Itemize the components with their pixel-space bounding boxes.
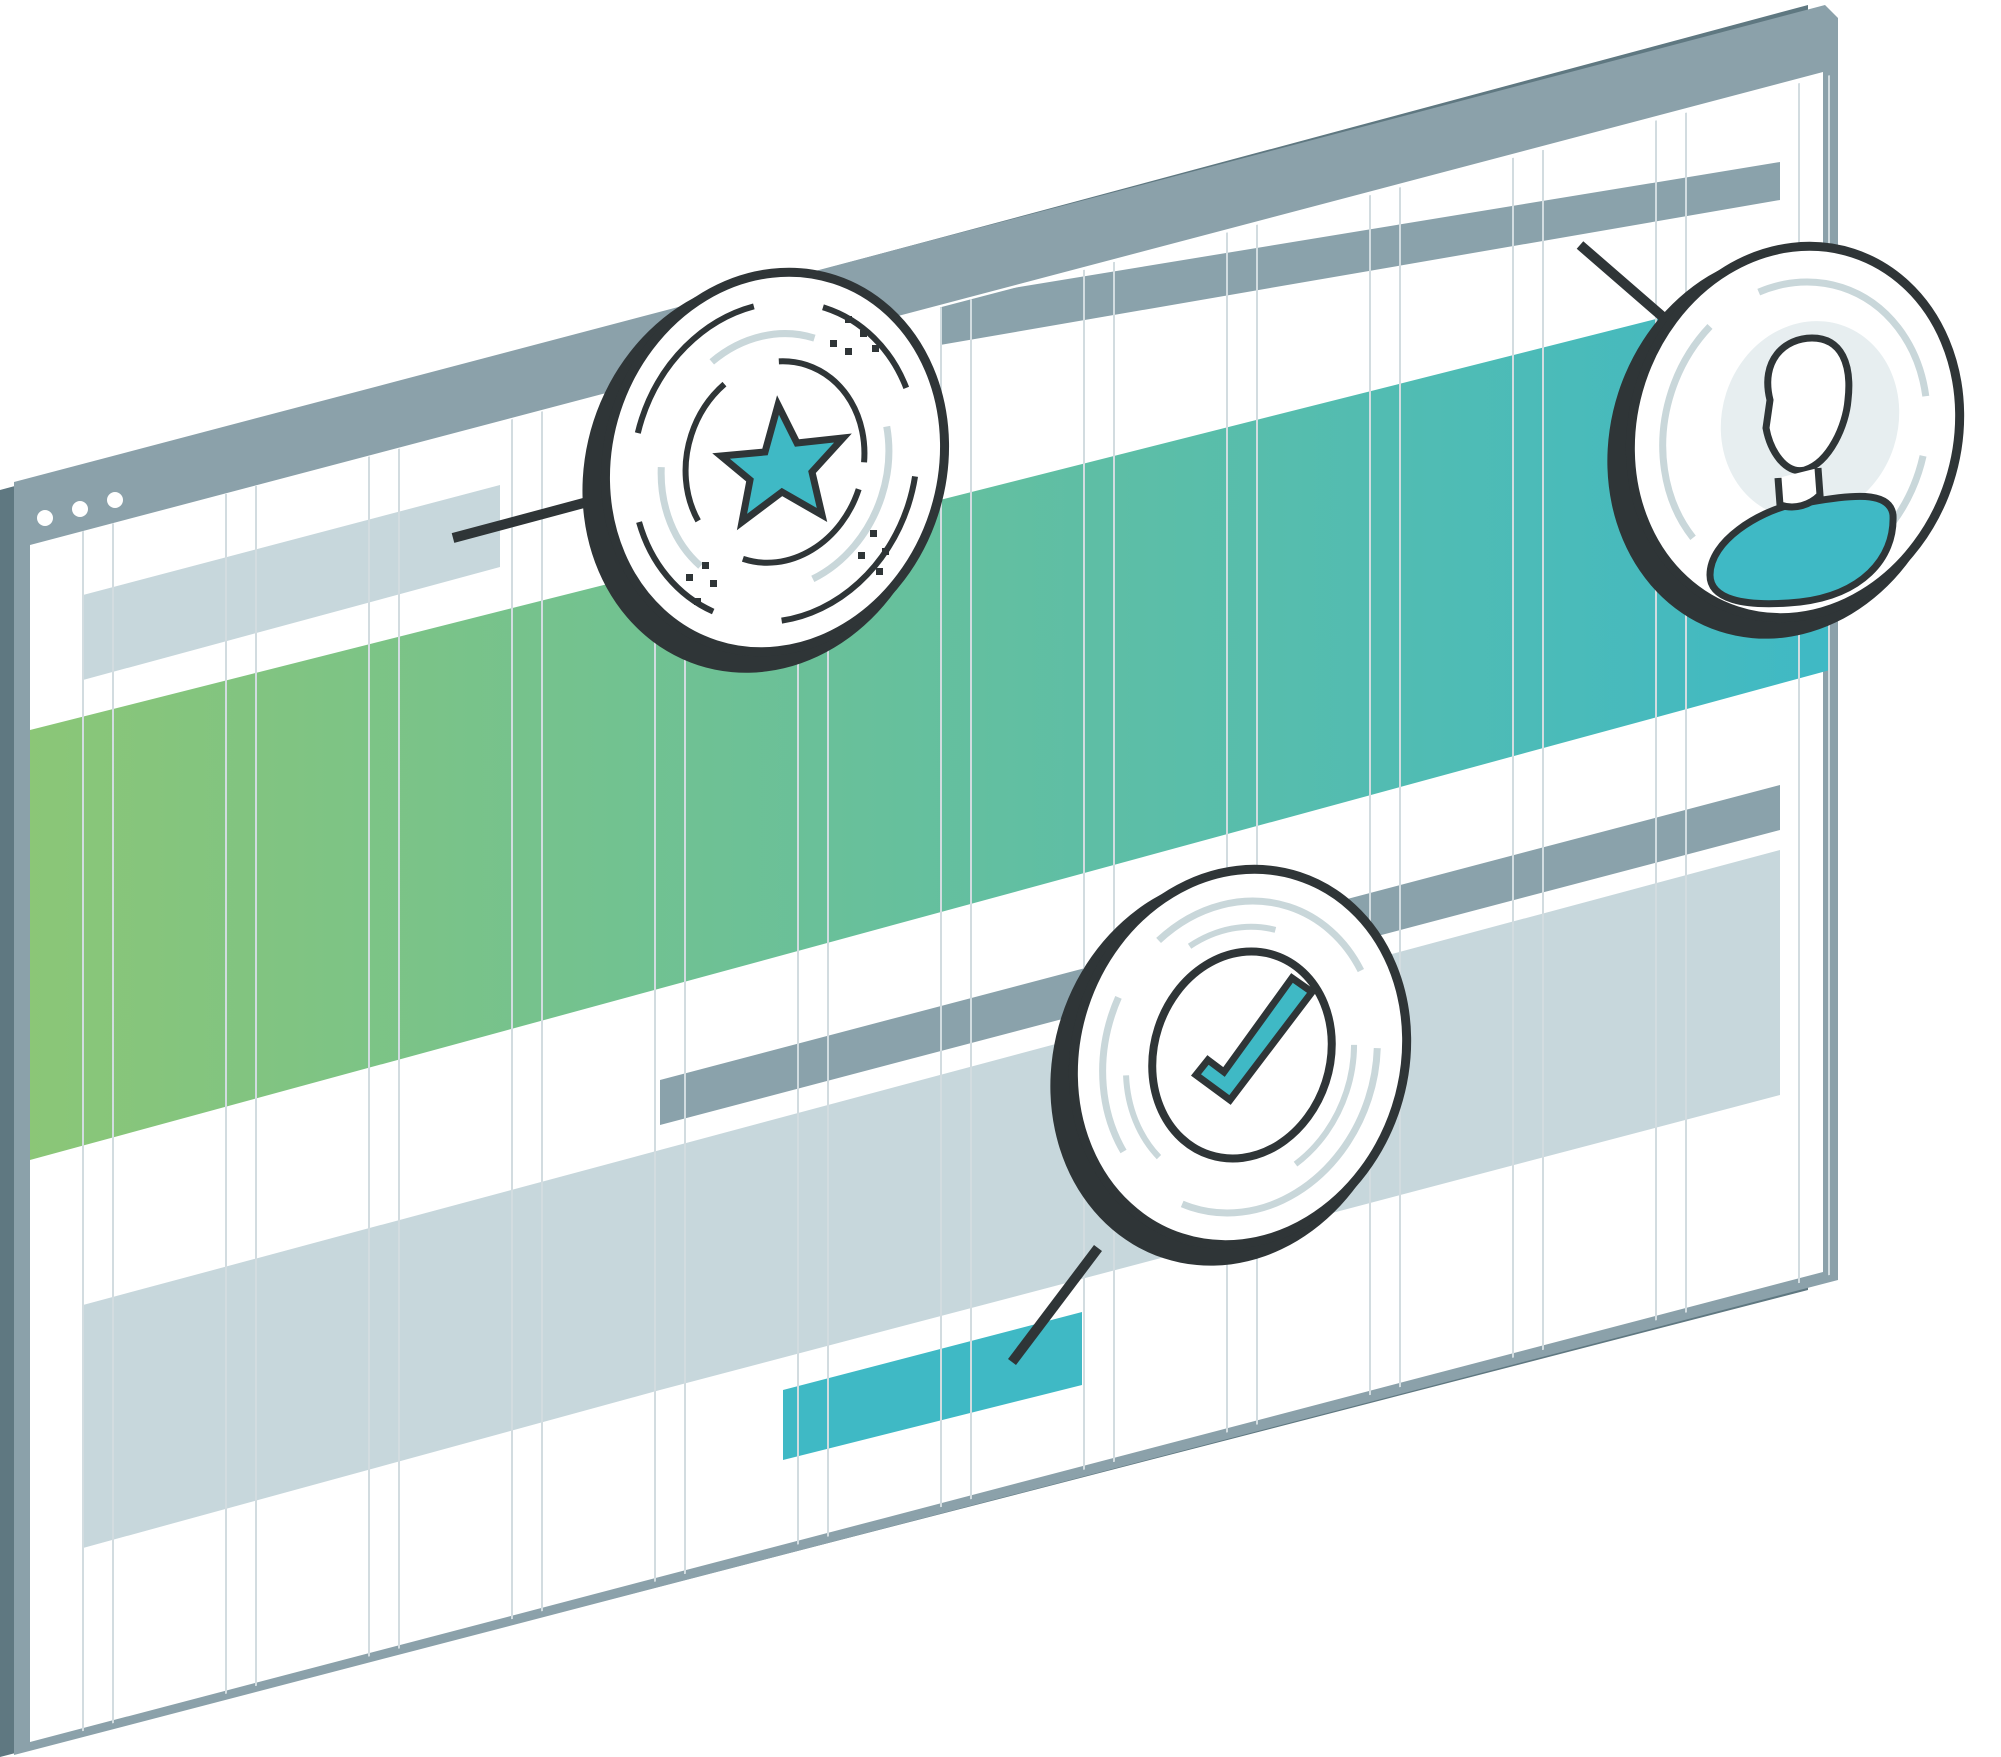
connector-line (1008, 1244, 1102, 1366)
window-dot-icon[interactable] (72, 501, 88, 517)
title-placeholder (83, 485, 500, 680)
connector-line (451, 495, 597, 543)
cta-button[interactable] (783, 1312, 1082, 1460)
star-icon (712, 395, 852, 531)
badge-ring (629, 298, 921, 626)
badge-ring (1099, 897, 1381, 1217)
badge-ring (1122, 923, 1358, 1191)
star-badge[interactable] (532, 228, 993, 719)
check-badge[interactable] (1000, 826, 1454, 1312)
sparkle-icon (686, 316, 889, 605)
checkmark-icon (1190, 973, 1317, 1105)
window-dot-icon[interactable] (107, 492, 123, 508)
user-shoulders-icon (1706, 492, 1897, 608)
window-dots (37, 492, 123, 526)
user-badge[interactable] (1558, 203, 2001, 684)
top-header-bar (940, 162, 1780, 345)
browser-window (0, 5, 1838, 1757)
content-placeholder-left (83, 1150, 660, 1548)
hero-banner (30, 275, 1830, 1160)
badge-ring (657, 330, 893, 594)
user-head-icon (1762, 334, 1853, 475)
column-grid (82, 75, 1830, 1732)
user-neck-icon (1774, 467, 1824, 511)
window-dot-icon[interactable] (37, 510, 53, 526)
